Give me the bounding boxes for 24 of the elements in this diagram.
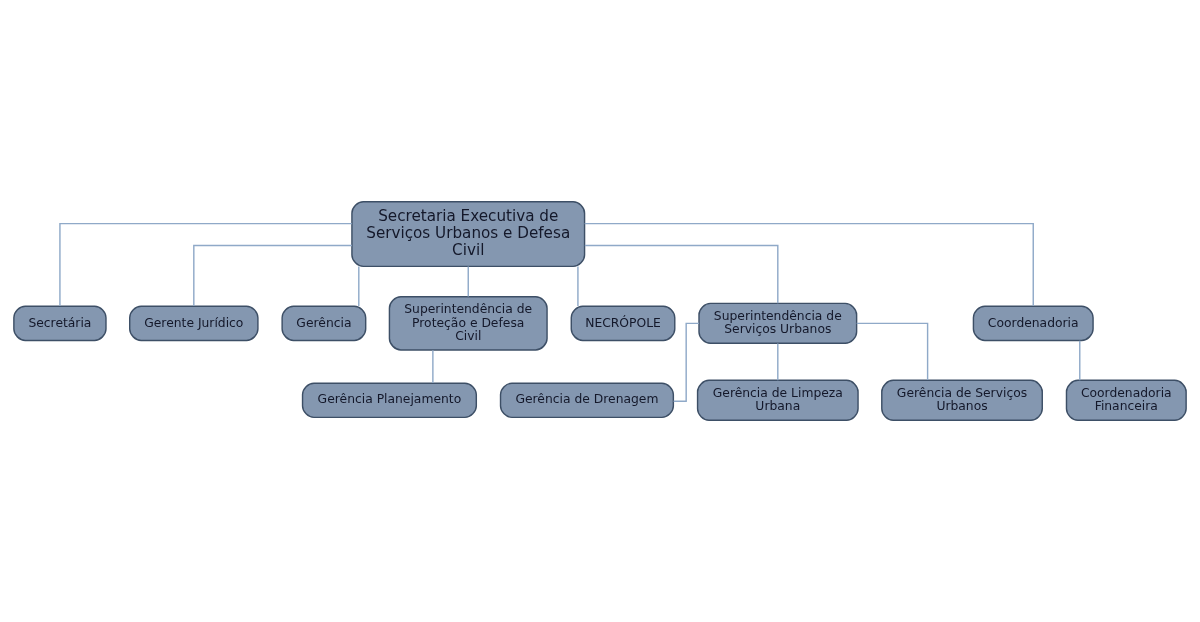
node-box: Gerência [281,305,367,342]
connector [59,222,353,307]
node-box: Secretaria Executiva de Serviços Urbanos e Defesa Civil [351,201,586,268]
connector [855,322,929,381]
node-box: Coordenadoria [972,305,1094,342]
node-box: Gerência de Drenagem [499,382,675,419]
node-box: Gerência Planejamento [301,382,478,419]
connector [577,265,579,307]
node-box: Superintendência de Serviços Urbanos [698,302,858,344]
node-box: Gerente Jurídico [129,305,259,342]
connector [193,244,353,307]
node-box: NECRÓPOLE [570,305,676,342]
node-box: Coordenadoria Financeira [1065,379,1187,421]
connector [432,349,434,384]
connector [1079,340,1081,381]
connector [584,244,779,304]
connector [358,265,360,307]
node-box: Secretária [13,305,107,342]
connector [467,265,469,298]
node-box: Gerência de Serviços Urbanos [881,379,1043,421]
connector [583,222,1034,307]
node-box: Superintendência de Proteção e Defesa Civil [388,296,548,351]
connector [777,342,779,381]
node-box: Gerência de Limpeza Urbana [696,379,859,421]
